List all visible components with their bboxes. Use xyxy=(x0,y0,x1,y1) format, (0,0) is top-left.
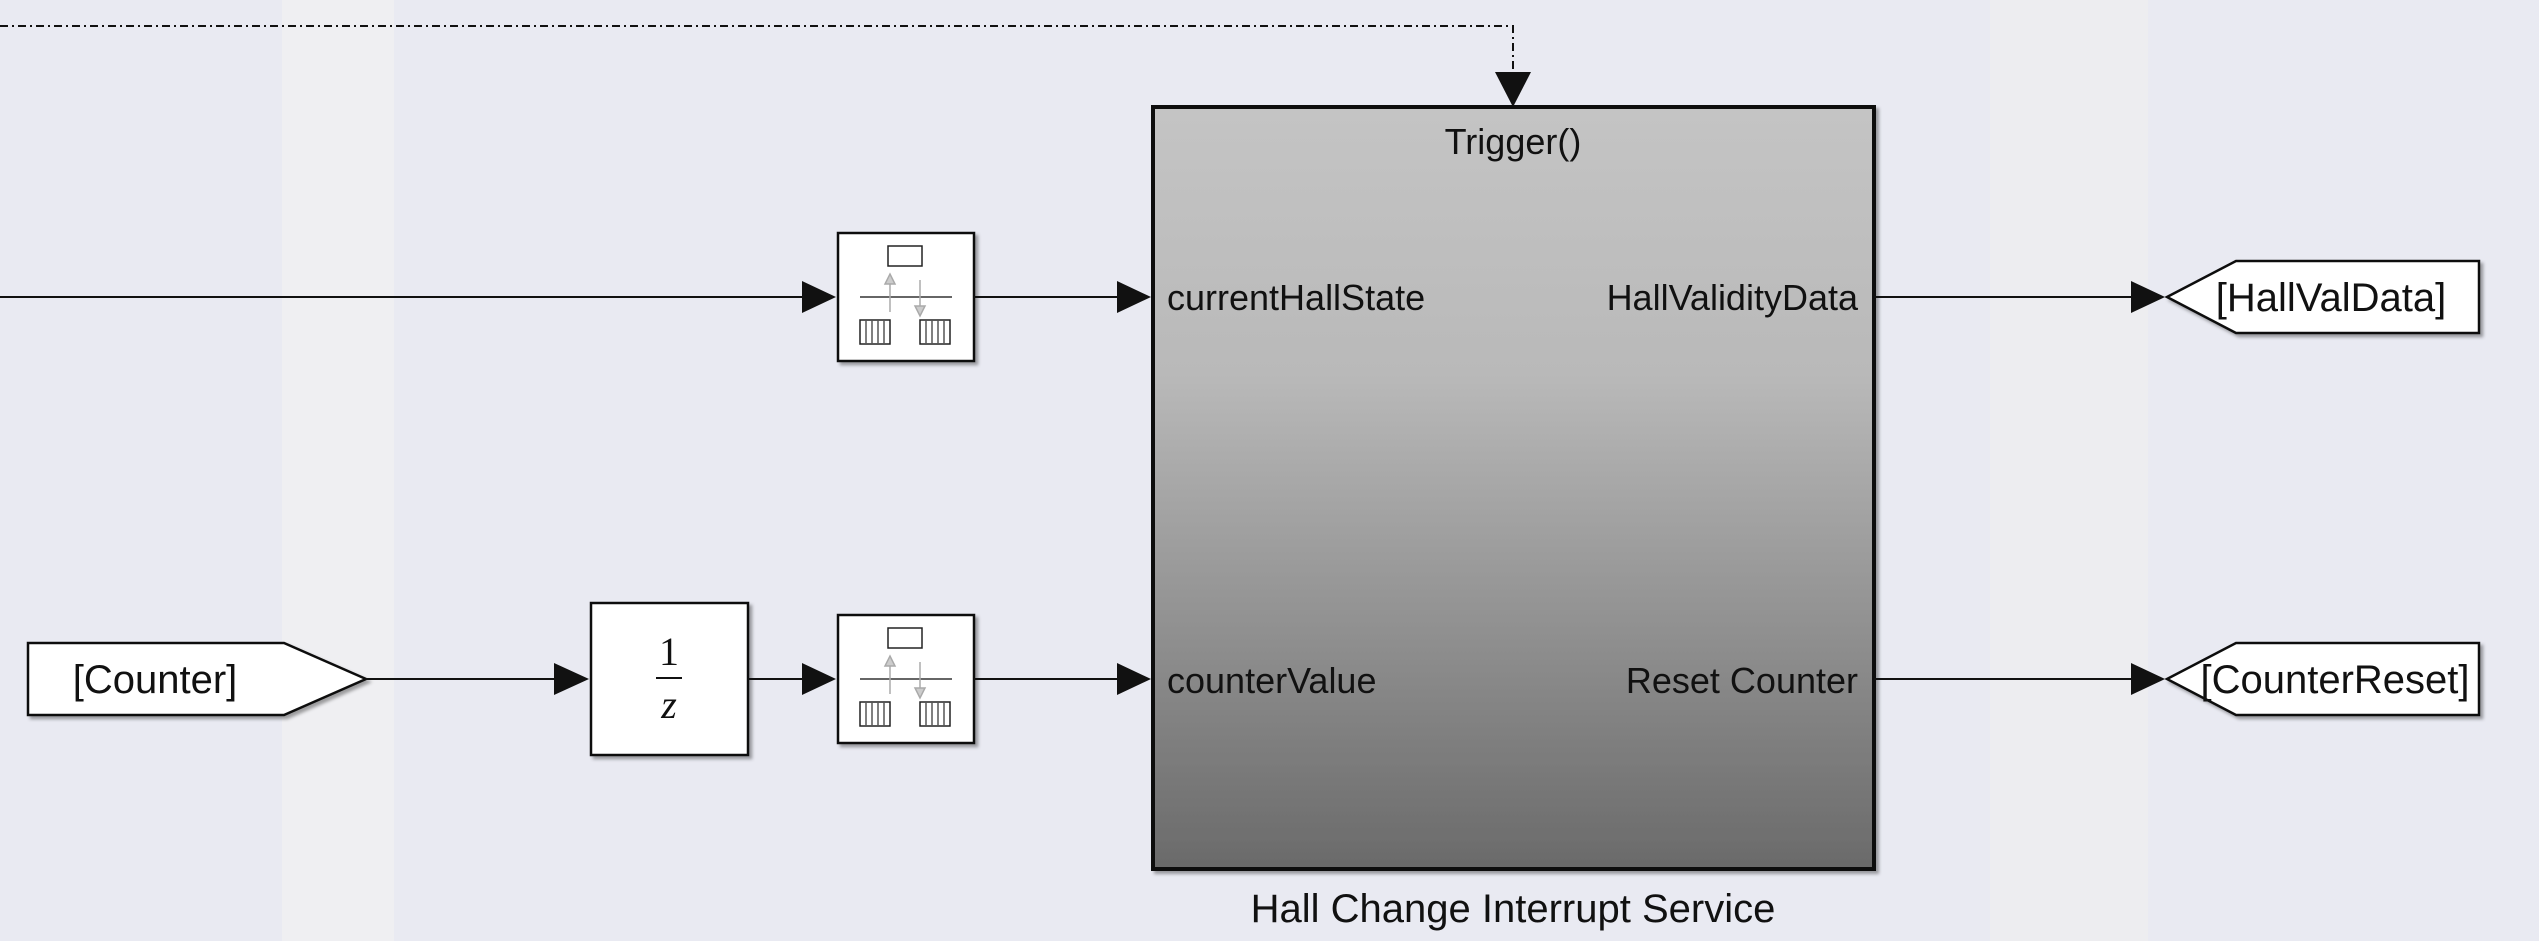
subsystem-name: Hall Change Interrupt Service xyxy=(1251,887,1776,931)
arrowhead xyxy=(802,663,836,695)
subsystem-output-port-1: HallValidityData xyxy=(1607,277,1859,318)
canvas-band xyxy=(282,0,394,941)
goto-block-hallvaldata[interactable] xyxy=(2164,259,2481,335)
subsystem-input-port-2: counterValue xyxy=(1167,660,1376,701)
subsystem-input-port-1: currentHallState xyxy=(1167,277,1425,318)
unit-delay-numerator: 1 xyxy=(659,629,679,674)
rate-transition-icon xyxy=(859,245,952,345)
goto-block-label: [HallValData] xyxy=(2216,276,2446,320)
arrowhead xyxy=(554,663,589,695)
goto-block-label: [CounterReset] xyxy=(2200,658,2469,702)
arrowhead xyxy=(2131,663,2165,695)
goto-block-counterreset[interactable] xyxy=(2164,641,2481,717)
from-block-counter[interactable] xyxy=(26,641,370,717)
trigger-signal-line[interactable] xyxy=(0,25,1514,70)
arrowhead xyxy=(2131,281,2165,313)
subsystem-output-port-2: Reset Counter xyxy=(1626,660,1858,701)
canvas-band xyxy=(1990,0,2148,941)
trigger-arrowhead xyxy=(1495,72,1531,107)
subsystem-block[interactable] xyxy=(1151,105,1876,871)
canvas-band xyxy=(2148,0,2539,941)
arrowhead xyxy=(802,281,836,313)
arrowhead xyxy=(1117,663,1151,695)
from-block-label: [Counter] xyxy=(73,658,238,702)
subsystem-trigger-label: Trigger() xyxy=(1445,121,1582,162)
unit-delay-denominator: z xyxy=(660,682,677,727)
rate-transition-icon xyxy=(859,627,952,727)
arrowhead xyxy=(1117,281,1151,313)
